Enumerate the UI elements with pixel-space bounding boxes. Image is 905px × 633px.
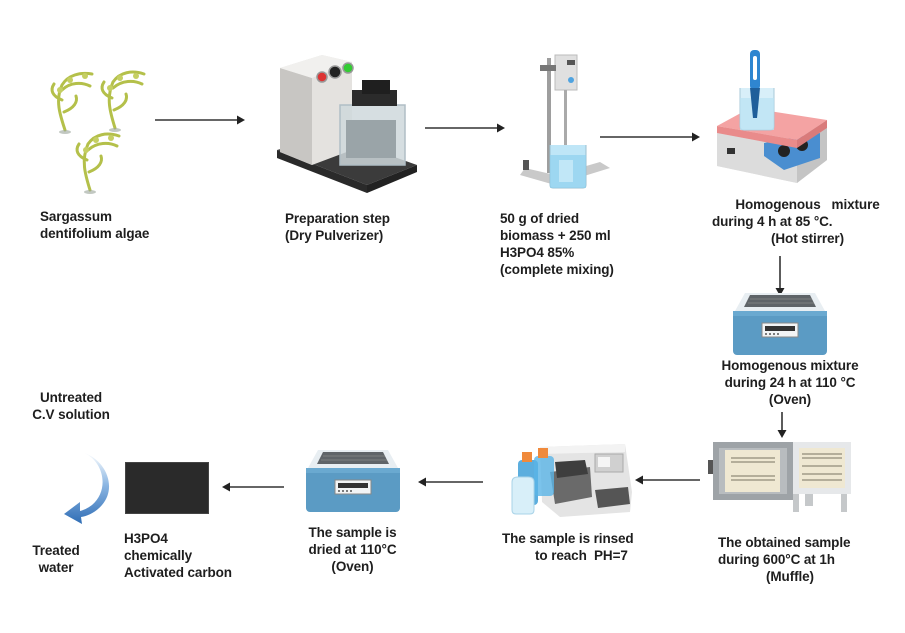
dry-pulverizer-icon [277,55,417,193]
step-label-mixing: 50 g of dried biomass + 250 ml H3PO4 85%… [500,210,614,278]
label-line: Activated carbon [124,565,232,580]
arrow-oven-to-muffle [776,412,788,438]
arrow-mixing-to-hot-stirrer [600,131,700,143]
arrow-hot-stirrer-to-oven [774,256,786,296]
label-line: H3PO4 85% [500,245,575,260]
label-line: (Muffle) [766,569,814,584]
label-line: C.V solution [32,407,110,422]
step-label-oven-24h: Homogenous mixture during 24 h at 110 °C… [700,357,880,408]
overhead-stirrer-icon [520,54,610,189]
arrow-dry-oven-to-carbon [222,481,284,493]
untreated-label: Untreated C.V solution [16,389,126,423]
step-label-hot-stirrer: Homogenous mixture during 4 h at 85 °C. … [710,196,905,247]
label-line: to reach PH=7 [535,548,628,563]
label-line: dentifolium algae [40,226,150,241]
label-line: during 24 h at 110 °C [724,375,856,390]
step-label-activated-carbon: H3PO4 chemically Activated carbon [124,530,232,581]
arrow-rinse-to-dry-oven [418,476,483,488]
curved-arrow-icon [62,450,112,525]
arrow-pulverizer-to-mixing [425,122,505,134]
hot-stirrer-illustration [712,48,832,193]
seaweed-icon [50,70,146,194]
label-line: Homogenous mixture [721,358,859,373]
label-line: H3PO4 [124,531,168,546]
algae-illustration [40,60,160,195]
treated-label: Treated water [16,542,96,576]
label-line: Homogenous mixture [735,197,880,212]
arrow-algae-to-pulverizer [155,114,245,126]
label-line: The obtained sample [718,535,851,550]
label-line: The sample is [308,525,397,540]
oven-24h-illustration [730,293,830,355]
label-line: chemically [124,548,193,563]
hot-plate-stirrer-icon [717,50,827,183]
label-line: (Oven) [331,559,374,574]
label-line: (Hot stirrer) [771,231,844,246]
label-line: The sample is rinsed [502,531,634,546]
step-label-algae: Sargassum dentifolium algae [40,208,149,242]
label-line: Preparation step [285,211,390,226]
label-line: 50 g of dried [500,211,579,226]
washer-instrument-icon [511,444,632,517]
step-label-muffle: The obtained sample during 600°C at 1h (… [718,534,850,585]
label-line: (Oven) [768,392,812,407]
label-line: Sargassum [40,209,112,224]
step-label-dry-oven: The sample is dried at 110°C (Oven) [280,524,425,575]
oven-icon [306,450,400,512]
label-line: (complete mixing) [500,262,614,277]
label-line: during 4 h at 85 °C. [712,214,833,229]
activated-carbon-block [125,462,209,514]
arrow-muffle-to-rinse [635,474,700,486]
label-line: biomass + 250 ml [500,228,611,243]
muffle-furnace-icon [708,442,851,512]
label-line: water [38,560,74,575]
step-label-pulverizer: Preparation step (Dry Pulverizer) [285,210,390,244]
rinse-illustration [510,432,635,522]
label-line: dried at 110°C [308,542,397,557]
overhead-stirrer-illustration [515,50,615,195]
step-label-rinse: The sample is rinsed to reach PH=7 [502,530,634,564]
oven-icon [733,293,827,355]
dry-oven-illustration [303,450,403,512]
label-line: (Dry Pulverizer) [285,228,384,243]
pulverizer-illustration [272,50,422,195]
label-line: during 600°C at 1h [718,552,835,567]
label-line: Treated [32,543,80,558]
label-line: Untreated [39,390,103,405]
muffle-illustration [705,440,855,515]
